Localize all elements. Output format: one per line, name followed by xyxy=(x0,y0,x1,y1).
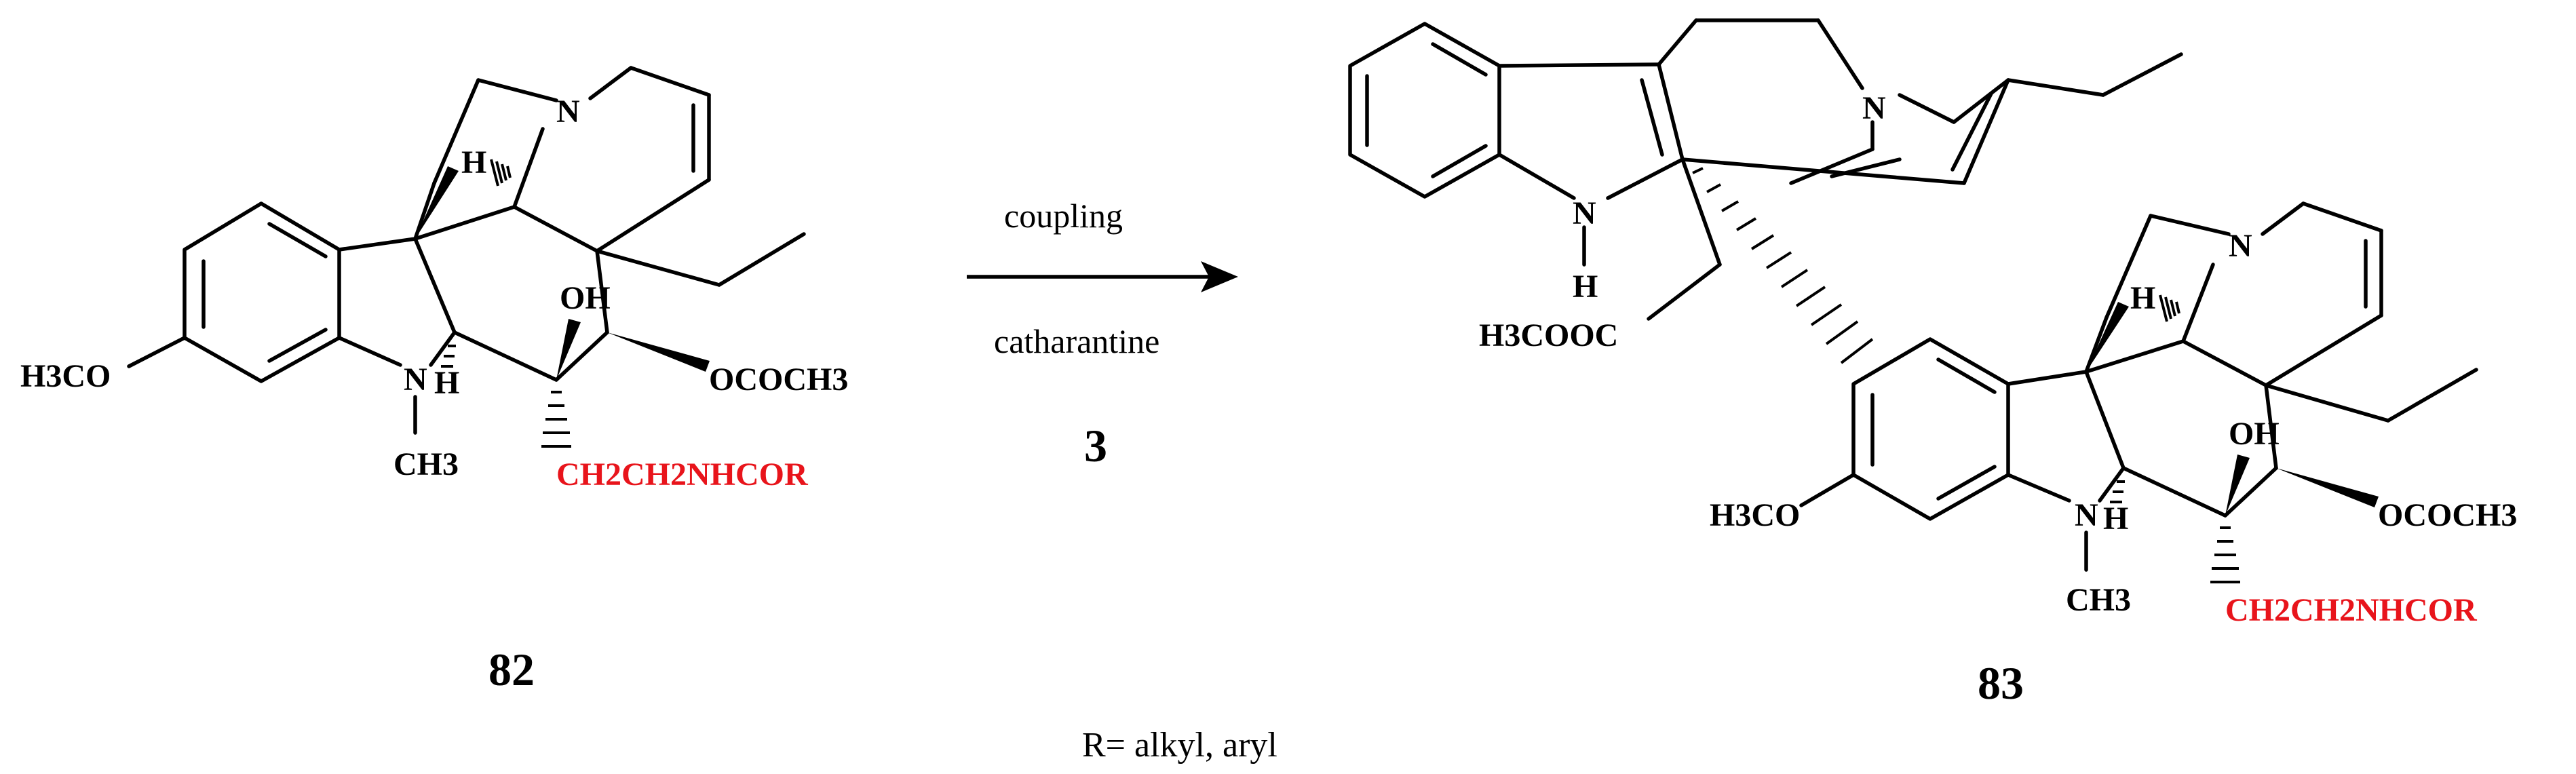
product-ester-bond-1 xyxy=(1680,157,1722,267)
substituent-note: R= alkyl, aryl xyxy=(1082,726,1277,765)
product-h-top-label: H xyxy=(2130,280,2155,316)
product-n-bridge-label: N xyxy=(1862,90,1886,126)
reactant-hydroxyl-label: OH xyxy=(560,280,611,316)
reactant-cyclohexane-ring xyxy=(413,205,609,382)
product-number: 83 xyxy=(1978,657,2024,709)
product-hash-bond-sidechain xyxy=(2210,526,2240,583)
reactant-number: 82 xyxy=(488,644,535,695)
product-h-bottom-label: H xyxy=(2103,501,2128,537)
product-wedge-oh xyxy=(2225,454,2250,516)
product-indoline-ring xyxy=(2006,370,2126,503)
reactant-hash-bond-sidechain xyxy=(541,391,571,448)
product-ester-bond-2 xyxy=(1647,263,1722,321)
reactant-ethyl-bond-1 xyxy=(595,249,721,287)
reactant-wedge-spiro xyxy=(415,166,459,239)
reactant-side-chain-label: CH2CH2NHCOR xyxy=(556,457,809,492)
product-wedge-spiro xyxy=(2086,302,2129,372)
reactant-structure: H3CO N CH3 N H H OH OCOCH3 CH2CH2NHCOR 8… xyxy=(20,66,848,695)
product-n-indole-label: N xyxy=(1573,195,1596,231)
product-cyclohexane-ring xyxy=(2084,339,2278,518)
reaction-condition-below: catharantine xyxy=(994,322,1159,360)
product-lower-ethyl-2 xyxy=(2386,368,2478,423)
product-structure: N N H H3COOC H3CO N CH3 N H H OH OCOCH3 … xyxy=(1348,18,2517,709)
reactant-wedge-oac xyxy=(607,332,710,372)
product-hash-bond-top xyxy=(2159,294,2180,322)
reaction-arrow-group: coupling catharantine 3 xyxy=(967,197,1238,471)
product-wedge-oac xyxy=(2276,468,2379,507)
reaction-reagent-number: 3 xyxy=(1084,420,1107,471)
reactant-n-methyl-label: CH3 xyxy=(393,446,459,482)
reactant-n-ring-label: N xyxy=(556,94,580,130)
product-methoxy-label: H3CO xyxy=(1710,497,1800,533)
reactant-pyrrolidine-ring xyxy=(413,78,558,241)
product-indole-ring xyxy=(1497,62,1685,200)
product-upper-ethyl-1 xyxy=(2006,78,2105,97)
product-coupling-hash-bond xyxy=(1692,167,1874,364)
reactant-hash-bond-bottom xyxy=(441,345,456,368)
reactant-benzene-ring xyxy=(182,201,341,383)
product-n-methyl-label: CH3 xyxy=(2066,582,2131,618)
reactant-n-indoline-label: N xyxy=(404,362,427,398)
reactant-hash-bond-top xyxy=(490,159,512,187)
reactant-methoxy-bond xyxy=(127,336,187,368)
product-n-ring-label: N xyxy=(2229,228,2252,264)
reactant-h-bottom-label: H xyxy=(434,365,459,401)
product-methoxy-bond xyxy=(1799,473,1856,507)
product-azepane-bridge xyxy=(1657,18,2010,185)
product-hash-bond-bottom xyxy=(2110,480,2125,503)
product-pyrrolidine-ring xyxy=(2084,214,2231,374)
product-side-chain-label: CH2CH2NHCOR xyxy=(2225,592,2478,628)
reactant-ethyl-bond-2 xyxy=(717,232,806,287)
reaction-condition-above: coupling xyxy=(1004,197,1123,235)
product-upper-benzene xyxy=(1348,22,1501,199)
product-lower-ethyl-1 xyxy=(2264,383,2390,423)
product-acetate-label: OCOCH3 xyxy=(2378,497,2517,533)
arrow-head-icon xyxy=(1201,261,1238,292)
product-n-indoline-label: N xyxy=(2075,497,2098,533)
product-pyridine-ring xyxy=(2261,201,2383,387)
product-hydroxyl-label: OH xyxy=(2229,416,2280,452)
product-ester-label: H3COOC xyxy=(1479,317,1618,353)
reactant-methoxy-label: H3CO xyxy=(20,358,111,394)
product-upper-ethyl-2 xyxy=(2101,52,2183,97)
reactant-indoline-ring xyxy=(337,237,457,367)
reactant-acetate-label: OCOCH3 xyxy=(709,362,848,398)
product-lower-benzene xyxy=(1851,337,2010,521)
reactant-pyridine-ring xyxy=(588,66,711,253)
reactant-h-top-label: H xyxy=(461,144,486,180)
reactant-wedge-oh xyxy=(556,319,581,380)
product-h-indole-label: H xyxy=(1573,269,1598,305)
